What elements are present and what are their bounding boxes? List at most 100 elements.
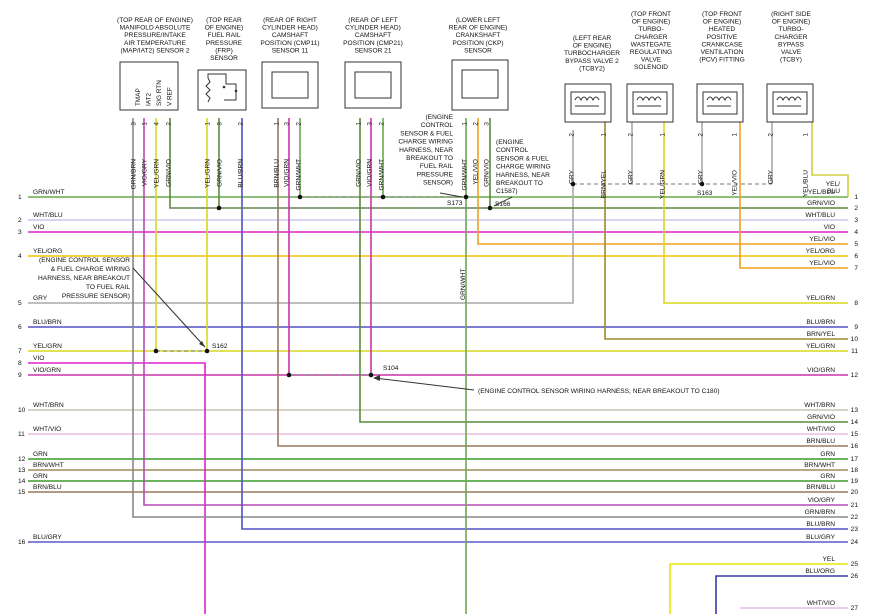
right-pin-number: 22	[851, 514, 859, 521]
ckp-sensor-body	[451, 59, 509, 111]
note-leader	[132, 267, 206, 348]
map-pin-function: V REF	[167, 87, 174, 106]
left-wire-label: BLU/BRN	[33, 319, 62, 326]
component-caption: REGULATING	[630, 49, 672, 56]
harness-note: & FUEL CHARGE WIRING	[51, 266, 130, 273]
component-caption: (LEFT REAR	[573, 35, 612, 42]
harness-note: SENSOR & FUEL	[496, 155, 549, 162]
map-pin-function: IAT2	[146, 93, 153, 106]
right-pin-number: 8	[854, 300, 858, 307]
right-pin-number: 14	[851, 419, 859, 426]
right-wire-label: YEL/VIO	[809, 260, 835, 267]
component-caption: POSITION (CMP11)	[260, 40, 319, 47]
right-wire-label: VIO/GRY	[808, 497, 836, 504]
pin-number: 2	[238, 122, 245, 126]
dashed-links-layer	[156, 183, 772, 376]
right-pin-number: 24	[851, 539, 859, 546]
component-caption: (FRP)	[215, 47, 233, 54]
right-wire-label: BLU/BRN	[806, 521, 835, 528]
left-wire-label: GRN	[33, 473, 48, 480]
splice-label: S163	[697, 190, 713, 197]
right-wire-label: WHT/BRN	[804, 402, 835, 409]
harness-note: CONTROL	[496, 147, 529, 154]
left-pin-number: 13	[18, 467, 26, 474]
right-wire-label: WHT/BLU	[805, 212, 835, 219]
harness-note: PRESSURE SENSOR)	[62, 293, 130, 300]
left-pin-number: 2	[18, 217, 22, 224]
left-pin-number: 10	[18, 407, 26, 414]
left-pin-number: 12	[18, 456, 26, 463]
left-wire-label: BRN/BLU	[33, 484, 62, 491]
right-pin-number: 5	[854, 241, 858, 248]
component-caption: CAMSHAFT	[355, 32, 391, 39]
component-caption: CYLINDER HEAD)	[345, 25, 401, 32]
component-caption: (TOP REAR OF ENGINE)	[117, 17, 193, 24]
component-caption: PRESSURE/INTAKE	[124, 32, 186, 39]
right-wire-label: YEL/GRN	[806, 343, 835, 350]
right-pin-number: 1	[854, 194, 858, 201]
pin-number: 3	[484, 122, 491, 126]
component-caption: (REAR OF RIGHT	[263, 17, 317, 24]
component-caption: CYLINDER HEAD)	[262, 25, 318, 32]
pin-number: 2	[768, 133, 775, 137]
frp-node-dot	[222, 85, 226, 89]
pin-number: 3	[217, 122, 224, 126]
component-caption: (PCV) FITTING	[699, 57, 744, 64]
note-arrowhead	[199, 341, 205, 347]
right-wire-label: GRN	[820, 473, 835, 480]
component-caption: HEATED	[709, 26, 735, 33]
splice-dot	[570, 181, 576, 187]
components-layer: (TOP REAR OF ENGINE)MANIFOLD ABSOLUTEPRE…	[117, 11, 814, 123]
coil-symbol	[636, 96, 662, 102]
pin-number: 3	[284, 122, 291, 126]
left-wire-label: YEL/GRN	[33, 343, 62, 350]
left-wire-label: GRN	[33, 451, 48, 458]
cmp21-sensor-body	[344, 61, 402, 109]
component-caption: POSITION (CKP)	[452, 40, 503, 47]
pin-number: 1	[142, 122, 149, 126]
right-pin-number: 27	[851, 605, 859, 612]
component-caption: AIR TEMPERATURE	[124, 40, 187, 47]
pin-number: 1	[803, 133, 810, 137]
right-pin-number: 16	[851, 443, 859, 450]
left-pin-number: 11	[18, 431, 25, 438]
splice-dot	[286, 372, 292, 378]
component-caption: (MAP/IAT2) SENSOR 2	[120, 47, 189, 54]
coil-frame	[632, 91, 668, 115]
tcby-wire	[811, 122, 849, 197]
harness-note: TO FUEL RAIL	[86, 284, 130, 291]
pin-number: 2	[569, 133, 576, 137]
component-caption: TURBO-	[778, 26, 803, 33]
coil-symbol	[706, 96, 732, 102]
splice-label: S104	[383, 365, 399, 372]
pin-number: 2	[698, 133, 705, 137]
left-pin-number: 6	[18, 324, 22, 331]
component-caption: BYPASS	[778, 41, 805, 48]
tcby2-wire	[604, 122, 848, 340]
pin-wire-label: YEL/VIO	[473, 159, 480, 185]
component-caption: SOLENOID	[634, 64, 668, 71]
harness-note: (ENGINE CONTROL SENSOR	[39, 257, 130, 264]
pin-wire-label: GRY	[628, 169, 635, 184]
right-wire-label: BRN/YEL	[807, 331, 836, 338]
component-caption: CHARGER	[635, 34, 668, 41]
harness-note: FUEL RAIL	[420, 163, 453, 170]
splice-dot	[216, 205, 222, 211]
right-wire-label: WHT/VIO	[807, 600, 835, 607]
right-pin-number: 12	[851, 372, 859, 379]
map-sensor-body	[119, 61, 179, 111]
cmp11-element	[271, 71, 309, 99]
pin-wire-label: GRN/VIO	[217, 159, 224, 187]
component-caption: TURBOCHARGER	[564, 50, 620, 57]
harness-note: SENSOR & FUEL	[400, 130, 453, 137]
left-wire-label: BLU/GRY	[33, 534, 62, 541]
component-caption: OF ENGINE)	[632, 19, 670, 26]
pin-number: 1	[205, 122, 212, 126]
right-wire-label: YEL/GRN	[806, 295, 835, 302]
left-pin-number: 14	[18, 478, 26, 485]
splice-dot	[204, 348, 210, 354]
left-wire-label: BRN/WHT	[33, 462, 64, 469]
component-caption: (TCBY)	[780, 57, 802, 64]
right-pin-number: 6	[854, 253, 858, 260]
component-caption: SENSOR	[210, 55, 238, 62]
